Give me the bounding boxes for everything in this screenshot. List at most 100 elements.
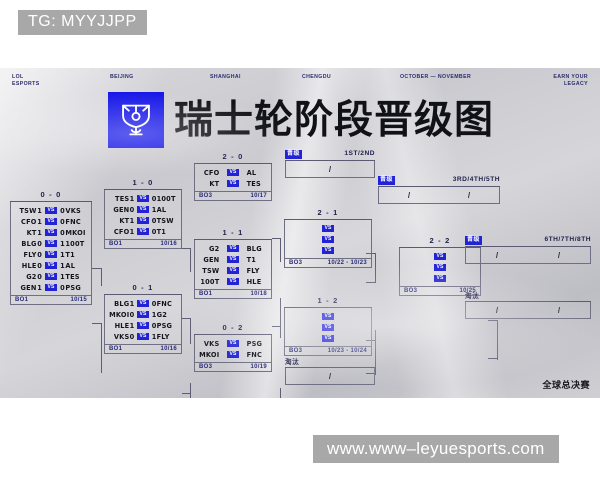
round-title: 0 - 1 [104,283,182,295]
team-left: 100T [200,277,220,286]
match-middle: VS [426,275,455,282]
team-left: G2 [26,272,37,281]
team-right: VKS [65,206,81,215]
match-middle: VS [219,180,246,187]
result-slot[interactable]: / [495,250,499,260]
page-title: 瑞士轮阶段晋级图 [174,97,495,143]
match-row[interactable]: VS [289,245,367,256]
match-middle: VS [219,278,246,285]
match-row[interactable]: VS [404,273,476,284]
team-right: AL [246,168,257,177]
connector [92,268,102,269]
result-slot[interactable]: / [467,190,471,200]
title-row: 瑞士轮阶段晋级图 [108,92,494,148]
vs-badge: VS [45,240,57,247]
eliminate-label: 淘汰 [285,359,300,366]
round-date: 10/16 [160,346,177,352]
score-left: 1 [129,321,135,330]
header-strip: LOL ESPORTS BEIJING SHANGHAI CHENGDU OCT… [12,74,588,94]
vs-badge: VS [45,218,57,225]
connector [375,253,376,283]
advance-badge: 晋级 [465,236,483,245]
team-left: G2 [208,244,220,253]
rank-label: 6TH/7TH/8TH [544,236,591,243]
connector [92,323,102,324]
team-right: 100T [65,239,85,248]
round-title: 1 - 1 [194,228,272,240]
round-format: BO3 [199,364,213,370]
team-left: GEN [20,283,37,292]
team-right: MKOI [65,228,86,237]
match-row[interactable]: VS [289,322,367,333]
match-row[interactable]: VS [289,311,367,322]
result-slot[interactable]: / [557,250,561,260]
rank-label: 1ST/2ND [344,150,375,157]
connector [497,320,498,360]
round-title: 0 - 0 [10,190,92,202]
team-left: MKOI [109,310,130,319]
vs-badge: VS [137,322,149,329]
round-footer: BO1 10/18 [195,289,271,298]
match-row[interactable]: VS [404,251,476,262]
team-right: T1 [65,250,75,259]
eliminate-label: 淘汰 [465,293,480,300]
round-title: 2 - 2 [399,236,481,248]
match-row[interactable]: VS [289,223,367,234]
result-slot[interactable]: / [328,371,332,381]
round-card: VS VS VS BO3 10/23 - 10/24 [284,308,372,356]
vs-badge: VS [137,206,149,213]
connector [101,323,102,373]
result-body: / / [378,187,500,204]
eliminated-box-middle: 淘汰 / [285,356,375,385]
score-right: 1 [151,205,157,214]
vs-badge: VS [434,275,446,282]
round-footer: BO3 10/22 - 10/23 [285,258,371,267]
team-left: HLE [21,261,37,270]
round-format: BO1 [109,346,123,352]
match-row[interactable]: VS [404,262,476,273]
result-1st-2nd: 晋级 1ST/2ND / [285,150,375,178]
result-slot[interactable]: / [328,164,332,174]
team-left: VKS [203,339,220,348]
vs-badge: VS [227,267,239,274]
result-slot[interactable]: / [557,305,561,315]
match-middle: VS [312,313,343,320]
result-slot[interactable]: / [407,190,411,200]
match-row[interactable]: VS [289,234,367,245]
header-brand: LOL ESPORTS [12,74,40,87]
match-middle: VS [219,245,246,252]
match-row[interactable]: VS [289,333,367,344]
result-slot[interactable]: / [495,305,499,315]
team-left: CFO [203,168,220,177]
connector [280,238,281,262]
